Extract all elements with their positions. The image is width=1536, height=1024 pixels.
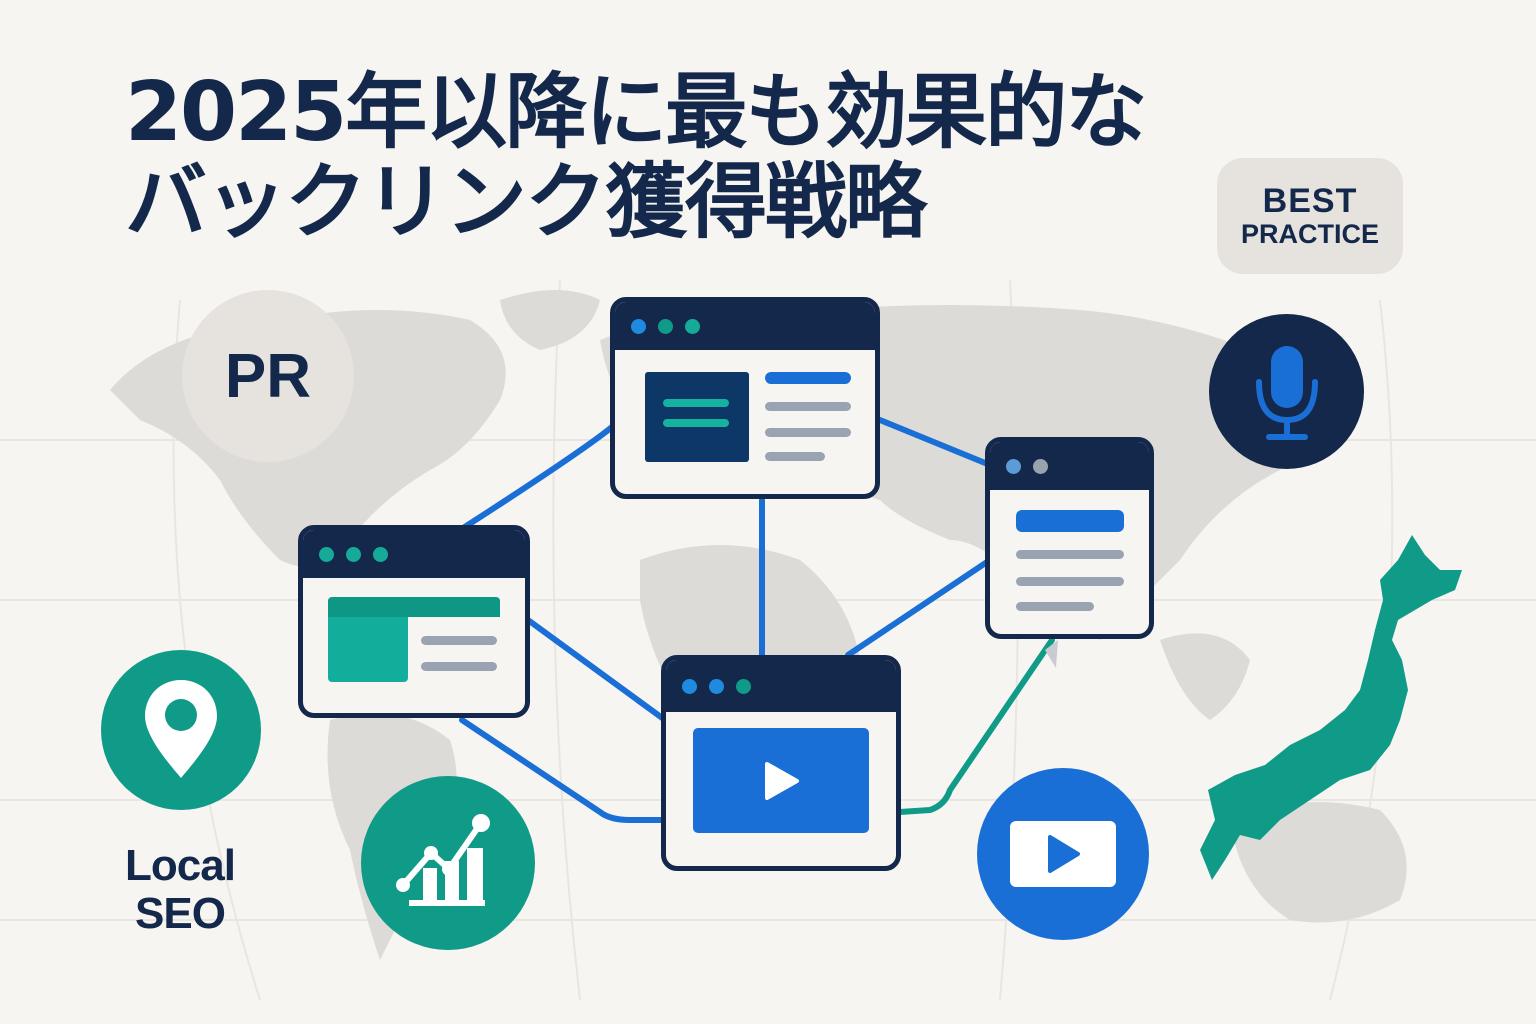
window-dot-icon xyxy=(631,318,646,334)
play-icon xyxy=(765,761,799,800)
window-titlebar xyxy=(303,530,525,578)
content-line xyxy=(765,452,825,461)
content-line xyxy=(421,662,497,671)
best-practice-badge: BEST PRACTICE xyxy=(1217,158,1403,274)
growth-chart-icon xyxy=(396,814,490,906)
badge-line-1: BEST xyxy=(1262,181,1358,220)
analytics-icon-circle xyxy=(361,776,535,950)
window-dot-icon xyxy=(736,678,751,694)
window-dot-icon xyxy=(682,678,697,694)
window-dot-icon xyxy=(319,546,334,562)
local-seo-icon-circle xyxy=(101,650,261,810)
content-line xyxy=(765,372,851,384)
pr-icon-circle: PR xyxy=(182,290,354,462)
window-dot-icon xyxy=(373,546,388,562)
map-pin-icon xyxy=(145,680,217,778)
window-dot-icon xyxy=(1006,458,1021,474)
window-titlebar xyxy=(990,442,1149,490)
window-titlebar xyxy=(615,302,875,350)
content-block xyxy=(645,372,749,462)
content-line xyxy=(421,636,497,645)
window-titlebar xyxy=(666,660,896,712)
local-seo-label: Local SEO xyxy=(110,842,250,937)
local-seo-label-line-2: SEO xyxy=(135,888,226,938)
video-icon-circle xyxy=(977,768,1149,940)
content-block xyxy=(328,617,408,682)
podcast-icon-circle xyxy=(1209,314,1364,469)
content-line xyxy=(1016,602,1094,611)
video-play-icon xyxy=(1010,821,1116,887)
content-line xyxy=(1016,510,1124,532)
content-line xyxy=(765,428,851,437)
site-window-layout xyxy=(298,525,530,718)
window-dot-icon xyxy=(346,546,361,562)
video-player[interactable] xyxy=(693,728,869,833)
page-title-line-2: バックリンク獲得戦略 xyxy=(125,155,927,250)
content-header xyxy=(328,597,500,617)
page-title-line-1: 2025年以降に最も効果的な xyxy=(125,65,1147,160)
content-line xyxy=(663,399,729,407)
local-seo-label-line-1: Local xyxy=(125,841,236,890)
window-dot-icon xyxy=(658,318,673,334)
content-line xyxy=(1016,550,1124,559)
japan-map-highlight xyxy=(1200,535,1462,880)
content-line xyxy=(1016,577,1124,586)
content-line xyxy=(765,402,851,411)
window-dot-icon xyxy=(685,318,700,334)
site-window-list xyxy=(985,437,1154,639)
pr-label: PR xyxy=(224,341,312,411)
window-dot-icon xyxy=(709,678,724,694)
content-line xyxy=(663,419,729,427)
badge-line-2: PRACTICE xyxy=(1240,218,1379,249)
microphone-icon xyxy=(1255,345,1318,440)
window-dot-icon xyxy=(1033,458,1048,474)
site-window-article xyxy=(610,297,880,499)
site-window-video xyxy=(661,655,901,871)
